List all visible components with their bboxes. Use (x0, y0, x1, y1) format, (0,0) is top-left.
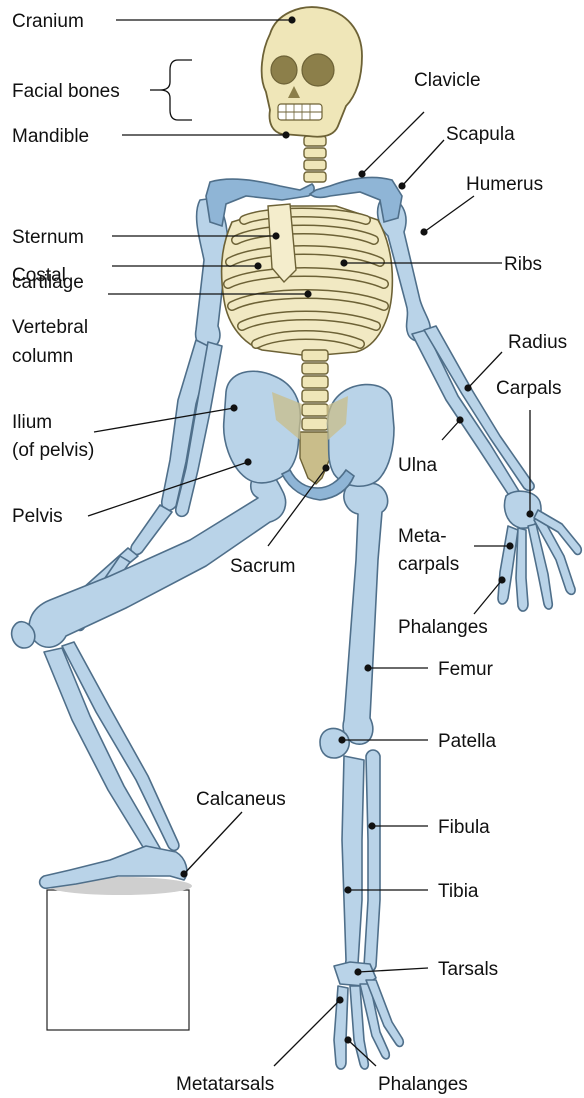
label-phalanges-hand: Phalanges (398, 617, 488, 638)
label-metacarpals-1: Meta- (398, 526, 447, 547)
humerus-leader (420, 196, 474, 236)
label-pelvis: Pelvis (12, 506, 63, 527)
label-ilium-1: Ilium (12, 412, 52, 433)
label-ilium-2: (of pelvis) (12, 440, 94, 461)
left-leg (320, 482, 403, 1069)
label-phalanges-foot: Phalanges (378, 1074, 468, 1095)
label-fibula: Fibula (438, 817, 490, 838)
label-costal-cartilage-line2: cartilage (12, 272, 84, 294)
label-mandible: Mandible (12, 126, 89, 147)
label-facial-bones: Facial bones (12, 81, 120, 102)
facial-bones-bracket (150, 60, 192, 120)
metacarpals-leader (474, 542, 514, 549)
label-radius: Radius (508, 332, 567, 353)
label-carpals: Carpals (496, 378, 561, 399)
label-tarsals: Tarsals (438, 959, 498, 980)
rib-cage (222, 204, 393, 356)
skull (262, 7, 362, 137)
label-ulna: Ulna (398, 455, 438, 476)
label-metacarpals-2: carpals (398, 554, 459, 575)
label-clavicle: Clavicle (414, 70, 481, 91)
ilium-leader (94, 404, 238, 432)
label-femur: Femur (438, 659, 494, 680)
label-patella: Patella (438, 731, 497, 752)
label-humerus: Humerus (466, 174, 543, 195)
label-sacrum: Sacrum (230, 556, 295, 577)
label-calcaneus: Calcaneus (196, 789, 286, 810)
clavicle-leader (358, 112, 424, 178)
label-vertebral-column-1: Vertebral (12, 317, 88, 338)
label-metatarsals: Metatarsals (176, 1074, 274, 1095)
support-block (47, 890, 189, 1030)
skeleton-illustration (12, 7, 582, 1069)
label-vertebral-column-2: column (12, 346, 73, 367)
label-scapula: Scapula (446, 124, 515, 145)
metatarsals-leader (274, 996, 344, 1066)
left-arm (378, 196, 582, 611)
mandible-leader (122, 131, 290, 138)
femur-leader (364, 664, 428, 671)
ulna-leader (442, 416, 464, 440)
label-ribs: Ribs (504, 254, 542, 275)
label-sternum: Sternum (12, 227, 84, 248)
calcaneus-leader (180, 812, 242, 878)
scapula-leader (398, 140, 444, 190)
label-cranium: Cranium (12, 11, 84, 32)
label-tibia: Tibia (438, 881, 479, 902)
cranium-leader (116, 16, 296, 23)
